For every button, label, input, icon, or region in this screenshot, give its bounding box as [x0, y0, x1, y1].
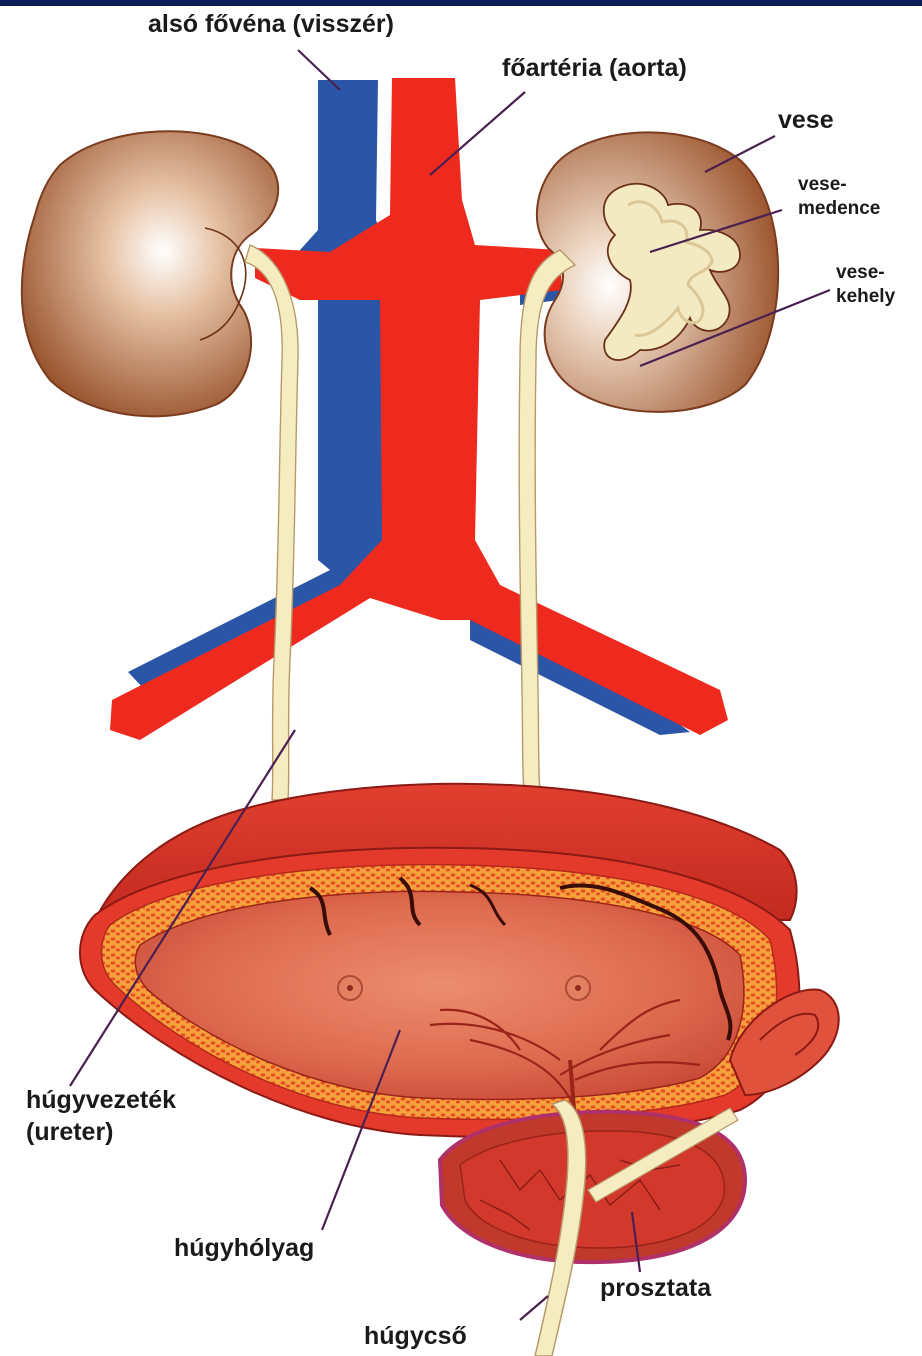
label-renal-pelvis-line2: medence [798, 198, 880, 219]
label-kidney: vese [778, 106, 834, 134]
label-renal-pelvis-line1: vese- [798, 174, 847, 195]
label-ureter-line1: húgyvezeték [26, 1086, 176, 1114]
bladder [80, 784, 799, 1137]
label-calyx-line2: kehely [836, 286, 896, 307]
left-kidney [22, 131, 278, 416]
label-aorta: főartéria (aorta) [502, 54, 687, 82]
right-kidney [537, 132, 778, 412]
label-vena-cava: alsó fővéna (visszér) [148, 10, 394, 38]
label-calyx-line1: vese- [836, 262, 885, 283]
label-prostate: prosztata [600, 1274, 712, 1302]
label-bladder: húgyhólyag [174, 1234, 314, 1262]
left-ureter [245, 245, 298, 800]
label-ureter-line2: (ureter) [26, 1118, 114, 1146]
label-urethra: húgycső [364, 1322, 467, 1350]
